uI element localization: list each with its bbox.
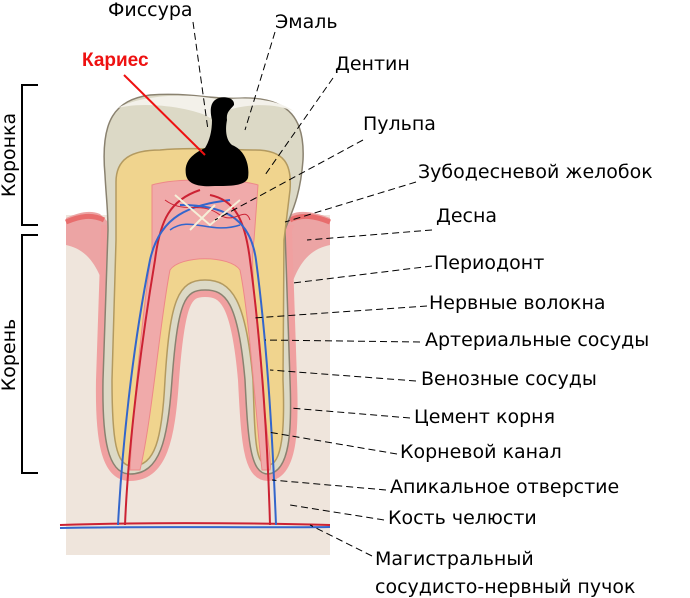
root-bracket	[21, 234, 38, 474]
label-gingival-sulcus: Зубодесневой желобок	[418, 161, 653, 183]
label-dentin: Дентин	[335, 53, 410, 75]
leader-lines	[123, 21, 433, 557]
label-periodontium: Периодонт	[434, 252, 544, 274]
gum-right	[284, 211, 330, 300]
label-fissure: Фиссура	[108, 0, 193, 21]
crown-bracket	[21, 84, 38, 226]
label-cementum: Цемент корня	[414, 406, 555, 428]
label-gum: Десна	[436, 205, 497, 227]
gum-left	[66, 211, 110, 300]
crown-label: Коронка	[0, 113, 20, 197]
label-arteries: Артериальные сосуды	[425, 329, 649, 351]
label-veins: Венозные сосуды	[421, 368, 597, 390]
label-enamel: Эмаль	[275, 11, 338, 33]
caries-lesion	[185, 97, 249, 187]
pulp	[129, 179, 271, 471]
label-pulp: Пульпа	[363, 113, 436, 135]
label-root-canal: Корневой канал	[400, 441, 562, 463]
label-jaw-bone: Кость челюсти	[388, 507, 537, 529]
root-label: Корень	[0, 319, 20, 391]
blood-vessels	[59, 189, 331, 529]
label-nerve-fibers: Нервные волокна	[429, 292, 606, 314]
label-apical-foramen: Апикальное отверстие	[390, 476, 619, 498]
label-neurovascular-1: Магистральный	[375, 548, 534, 570]
label-neurovascular-2: сосудисто-нервный пучок	[375, 576, 635, 598]
caries-label: Кариес	[82, 50, 149, 71]
